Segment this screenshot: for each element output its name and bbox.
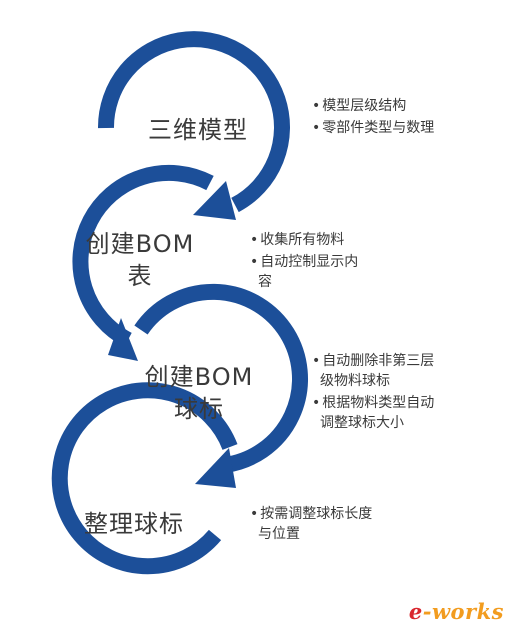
bullet-item: 零部件类型与数理: [312, 118, 452, 138]
bullet-item: 根据物料类型自动调整球标大小: [312, 393, 448, 433]
arc-1: [97, 31, 290, 213]
arc-4: [51, 382, 238, 575]
stage-3-bullets: 自动删除非第三层级物料球标 根据物料类型自动调整球标大小: [312, 351, 448, 435]
bullet-item: 收集所有物料: [250, 230, 370, 250]
stage-4-bullets: 按需调整球标长度与位置: [250, 504, 380, 546]
bullet-item: 模型层级结构: [312, 96, 452, 116]
stage-4-title: 整理球标: [84, 510, 184, 538]
arrow-head-1: [193, 181, 236, 220]
bullet-item: 自动控制显示内容: [250, 252, 370, 292]
stage-3-title: 创建BOM球标: [144, 363, 254, 423]
stage-2-title: 创建BOM表: [85, 230, 195, 290]
logo-works: -works: [422, 599, 504, 624]
stage-1-bullets: 模型层级结构 零部件类型与数理: [312, 96, 452, 140]
bullet-item: 按需调整球标长度与位置: [250, 504, 380, 544]
bullet-item: 自动删除非第三层级物料球标: [312, 351, 448, 391]
logo-e: e: [408, 599, 423, 624]
arrow-head-2: [108, 318, 138, 361]
arc-2: [72, 165, 214, 348]
stage-1-title: 三维模型: [148, 116, 248, 144]
stage-2-bullets: 收集所有物料 自动控制显示内容: [250, 230, 370, 294]
arrow-head-3: [195, 448, 236, 488]
e-works-logo: e-works: [409, 599, 504, 624]
arc-3: [134, 283, 308, 473]
